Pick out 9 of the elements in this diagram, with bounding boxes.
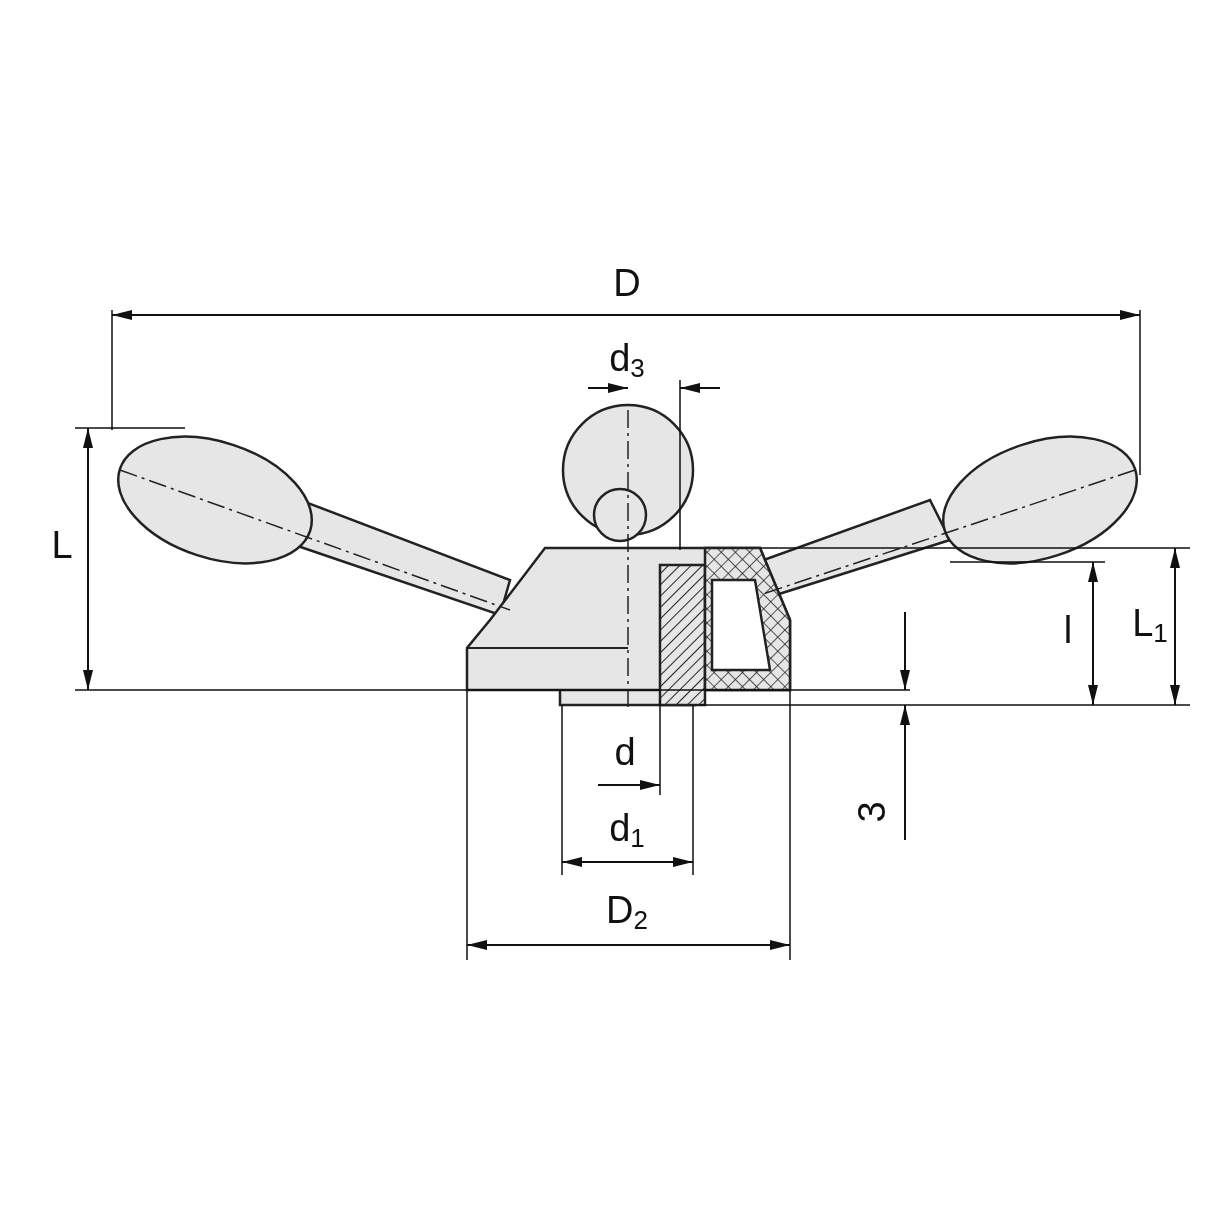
dimension-label: l: [1063, 611, 1073, 649]
dimension-label: d$_{1}$: [609, 809, 645, 851]
dimension-label: L$_{1}$: [1132, 604, 1168, 646]
dimension-label: D$_{2}$: [606, 891, 648, 933]
dimension-label: 3: [853, 801, 891, 823]
dimension-label: D: [613, 264, 641, 302]
dimension-label: d$_{3}$: [609, 339, 645, 381]
dimension-label: d: [614, 733, 636, 771]
dimension-label: L: [51, 526, 73, 564]
